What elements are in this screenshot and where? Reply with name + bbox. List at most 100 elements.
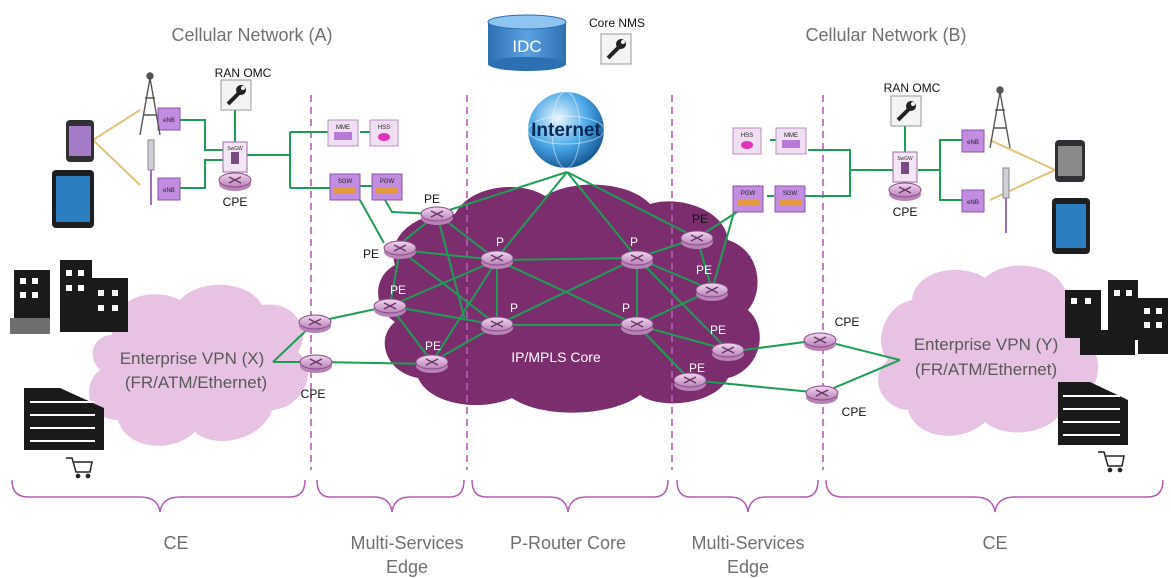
cell-tower-b-icon [989, 86, 1011, 149]
svg-text:eNB: eNB [163, 188, 175, 194]
ran-omc-a-label: RAN OMC [215, 66, 272, 80]
phone-a-icon [66, 120, 94, 162]
svg-text:MME: MME [784, 133, 798, 139]
pe-router-a2 [383, 240, 417, 259]
vpn-y-cloud [878, 265, 1099, 436]
section-label-mse-a-line2: Edge [386, 557, 428, 577]
section-brackets [11, 479, 1164, 513]
vpn-y-label-line1: Enterprise VPN (Y) [914, 335, 1059, 354]
enodeb-b2: eNB [961, 189, 985, 213]
section-dividers [310, 95, 824, 470]
shopping-cart-a-icon [66, 457, 93, 479]
core-cloud-label: IP/MPLS Core [511, 349, 601, 365]
small-cell-a-icon [147, 139, 155, 205]
pe-label-b1: PE [692, 212, 708, 226]
vpn-x-label-line1: Enterprise VPN (X) [120, 349, 265, 368]
cell-tower-a-icon [139, 72, 161, 136]
cpe-label-a-enterprise: CPE [301, 387, 326, 401]
tablet-b-icon [1052, 198, 1090, 254]
svg-text:eNB: eNB [163, 118, 175, 124]
swgw-b: SwGW [892, 151, 918, 183]
pe-router-b3 [711, 342, 745, 361]
pe-label-b3: PE [710, 323, 726, 337]
pgw-b: PGW [732, 185, 764, 213]
enodeb-a1: eNB [157, 107, 181, 131]
p-label-4: P [622, 301, 630, 315]
cpe-router-a-upper [298, 314, 332, 333]
routers [218, 172, 922, 404]
p-label-1: P [496, 235, 504, 249]
enodeb-b1: eNB [961, 129, 985, 153]
idc-label: IDC [512, 37, 541, 56]
svg-text:PGW: PGW [741, 191, 756, 197]
hss-a: HSS [369, 119, 399, 147]
p-router-2 [620, 250, 654, 269]
cpe-router-a-lower [299, 354, 333, 373]
cpe-label-b-cellular: CPE [893, 205, 918, 219]
cpe-router-b-upper [803, 332, 837, 351]
network-a-title: Cellular Network (A) [171, 25, 332, 45]
network-b-title: Cellular Network (B) [805, 25, 966, 45]
p-router-4 [620, 316, 654, 335]
svg-text:HSS: HSS [741, 133, 753, 139]
enodeb-a2: eNB [157, 177, 181, 201]
core-nms-label: Core NMS [589, 16, 645, 30]
svg-text:PGW: PGW [380, 179, 395, 185]
core-nms-wrench-icon [600, 33, 632, 65]
svg-text:eNB: eNB [967, 140, 979, 146]
pe-router-b4 [673, 372, 707, 391]
svg-text:eNB: eNB [967, 200, 979, 206]
ran-omc-a-wrench-icon [220, 79, 252, 111]
section-label-mse-b-line1: Multi-Services [691, 533, 804, 553]
p-router-1 [480, 250, 514, 269]
pe-router-b2 [695, 282, 729, 301]
pe-label-b4: PE [689, 361, 705, 375]
cpe-label-a-cellular: CPE [223, 195, 248, 209]
svg-text:SGW: SGW [338, 179, 353, 185]
office-building-b-icon [1058, 382, 1128, 445]
ran-omc-b-label: RAN OMC [884, 81, 941, 95]
buildings-b-icon [1065, 280, 1168, 355]
pe-label-b2: PE [696, 263, 712, 277]
cellular-cpe-b-router [888, 182, 922, 201]
pgw-a: PGW [371, 173, 403, 201]
pe-router-a4 [415, 354, 449, 373]
cpe-label-b-lower: CPE [842, 405, 867, 419]
vpn-y-label-line2: (FR/ATM/Ethernet) [915, 360, 1057, 379]
pe-router-b1 [680, 230, 714, 249]
pe-router-a3 [373, 298, 407, 317]
cpe-router-b-lower [805, 385, 839, 404]
ran-omc-b-wrench-icon [890, 95, 922, 127]
p-label-2: P [630, 235, 638, 249]
vpn-x-cloud [88, 284, 308, 446]
section-label-mse-a-line1: Multi-Services [350, 533, 463, 553]
p-router-3 [480, 316, 514, 335]
section-label-ce-b: CE [982, 533, 1007, 553]
small-cell-b-icon [1002, 167, 1010, 233]
internet-globe-icon: Internet [527, 91, 605, 169]
pe-label-a4: PE [425, 339, 441, 353]
tablet-a-icon [52, 170, 94, 228]
cpe-label-b-upper: CPE [835, 315, 860, 329]
pe-label-a2: PE [363, 247, 379, 261]
section-label-ce-a: CE [163, 533, 188, 553]
sgw-a: SGW [329, 173, 361, 201]
vpn-x-label-line2: (FR/ATM/Ethernet) [125, 373, 267, 392]
p-label-3: P [510, 301, 518, 315]
internet-label: Internet [531, 120, 601, 141]
pe-label-a3: PE [390, 283, 406, 297]
cellular-cpe-a-router [218, 172, 252, 191]
sgw-b: SGW [774, 185, 806, 213]
swgw-a: SwGW [222, 141, 248, 173]
section-label-p-router-core: P-Router Core [510, 533, 626, 553]
svg-text:SGW: SGW [783, 191, 798, 197]
shopping-cart-b-icon [1098, 451, 1125, 473]
hss-b: HSS [732, 127, 762, 155]
svg-text:SwGW: SwGW [897, 156, 913, 162]
buildings-a-icon [10, 260, 128, 334]
svg-text:HSS: HSS [378, 125, 390, 131]
idc-database-icon: IDC [487, 14, 567, 71]
phone-b-icon [1055, 140, 1085, 182]
pe-label-a1: PE [424, 192, 440, 206]
